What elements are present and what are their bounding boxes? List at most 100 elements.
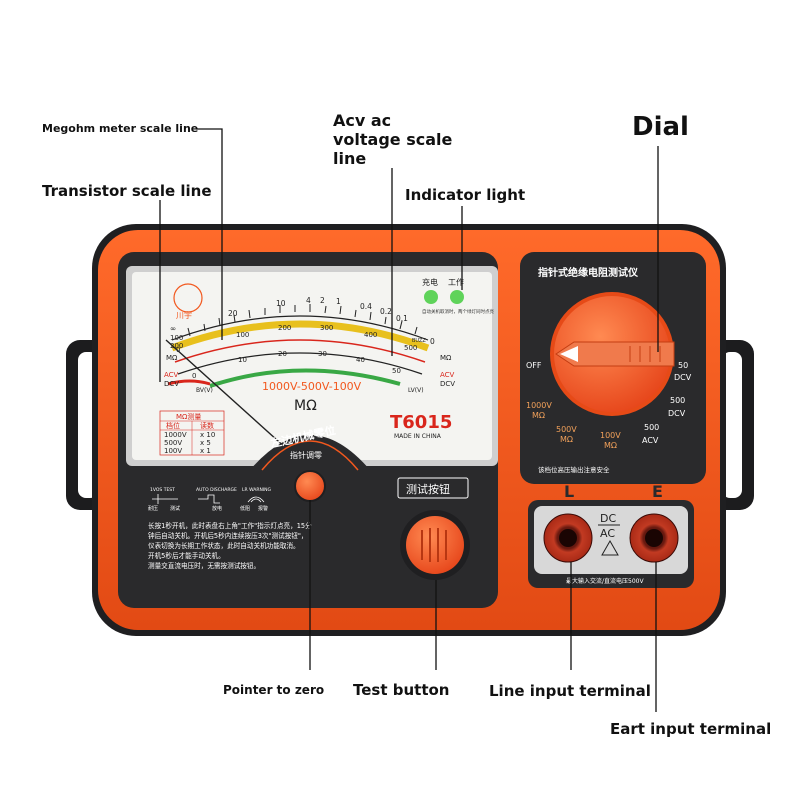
zero-adjust-sub: 指针调零	[290, 450, 322, 460]
mode-sub-label: 耐压	[148, 505, 158, 512]
range-table-col: 读数	[200, 421, 214, 430]
mohm-tick-label: ∞	[170, 324, 176, 333]
brand-name: 川宇	[176, 310, 192, 320]
leader-lines	[159, 128, 659, 712]
left-scale-label: MΩ	[166, 354, 178, 362]
terminal-L-label: L	[564, 482, 574, 501]
mode-label: 1VOS TEST	[150, 487, 175, 493]
mohm-scale-arc	[170, 320, 430, 352]
terminal-note: 最大输入交流/直流电压500V	[566, 577, 644, 585]
instruction-line: 测量交直流电压时，无需按测试按钮。	[148, 561, 260, 570]
pointer-zero-knob[interactable]	[294, 470, 326, 502]
test-button-label-box	[397, 477, 469, 499]
mohm-tick-label: 4	[306, 296, 311, 305]
work-indicator-light	[450, 290, 464, 304]
dial-position-500acv: 500	[644, 423, 659, 432]
callout-eart-terminal: Eart input terminal	[610, 720, 772, 738]
instruction-line: 仪表切换为长期工作状态，此时自动关机功能取消。	[148, 541, 300, 550]
dial-position-500v-unit: MΩ	[560, 435, 573, 444]
callout-megohm-scale: Megohm meter scale line	[42, 122, 199, 135]
acv-tick-label: 100	[236, 331, 249, 339]
dial-position-1000v-unit: MΩ	[532, 411, 545, 420]
dial-position-500acv-unit: ACV	[642, 436, 659, 445]
panel-title: 指针式绝缘电阻测试仪	[538, 266, 639, 279]
test-button-label: 测试按钮	[406, 482, 450, 496]
range-table: MΩ测量 档位 读数 1000V x 10 500V x 5 100V x 1	[159, 410, 225, 456]
dial-position-100v: 100V	[600, 431, 621, 440]
mohm-tick-label: 0.2	[380, 307, 392, 316]
scale-ticks	[187, 304, 418, 337]
instruction-line: 开机5秒后才能手动关机。	[148, 551, 225, 560]
mohm-tick-label: 10	[276, 299, 286, 308]
instruction-line: 长按1秒开机，此时表盘右上角"工作"指示灯点亮，15分	[148, 521, 312, 530]
left-scale-label: ACV	[164, 371, 179, 379]
dcv-scale-arc	[177, 352, 423, 375]
mohm-tick-label: BUZZ	[412, 338, 426, 344]
range-table-cell: 1000V	[164, 431, 187, 439]
acv-tick-label: 200	[278, 324, 291, 332]
callout-indicator-light: Indicator light	[405, 186, 526, 204]
dc-label: DC	[600, 512, 616, 525]
left-scale-label: 200	[170, 342, 183, 350]
mode-sub-label: 放电	[212, 505, 222, 512]
dcv-tick-label: 20	[278, 350, 287, 358]
mohm-tick-label: 1	[336, 297, 341, 306]
dial-position-off: OFF	[526, 361, 542, 370]
right-scale-label: MΩ	[440, 354, 452, 362]
dial-position-100v-unit: MΩ	[604, 441, 617, 450]
warning-triangle-icon	[601, 539, 619, 556]
terminal-E-label: E	[652, 482, 663, 501]
mohm-tick-label: 20	[228, 309, 238, 318]
withstand-test-icon	[152, 494, 178, 504]
acv-tick-label: 500	[404, 344, 417, 352]
range-table-cell: x 5	[200, 439, 211, 447]
ac-label: AC	[600, 527, 615, 540]
range-table-header: MΩ测量	[176, 413, 201, 421]
acv-tick-label: 300	[320, 324, 333, 332]
acv-scale-arc	[174, 339, 426, 363]
right-scale-label: DCV	[440, 380, 455, 388]
dcv-tick-label: 50	[392, 367, 401, 375]
bv-label: BV(V)	[196, 387, 213, 394]
mohm-tick-label: 0.4	[360, 302, 372, 311]
callout-transistor-scale: Transistor scale line	[42, 182, 212, 200]
warning-wave-icon	[247, 496, 265, 503]
range-table-cell: 100V	[164, 447, 182, 455]
mohm-tick-label: 2	[320, 296, 325, 305]
work-light-label: 工作	[448, 277, 464, 287]
dcv-tick-label: 30	[318, 350, 327, 358]
mode-label: AUTO DISCHARGE	[196, 487, 237, 493]
mode-sub-label: 报警	[258, 505, 268, 512]
callout-test-button: Test button	[353, 681, 450, 699]
dcv-tick-label: 40	[356, 356, 365, 364]
mode-label: LR WARNING	[242, 487, 272, 493]
range-text: 1000V-500V-100V	[262, 380, 362, 393]
dial-position-1000v: 1000V	[526, 401, 552, 410]
dial-position-500v: 500V	[556, 425, 577, 434]
brand-logo	[173, 283, 203, 313]
callout-acv-scale: Acv ac voltage scale line	[333, 111, 453, 168]
mode-icons: 1VOS TEST AUTO DISCHARGE LR WARNING 耐压 测…	[148, 487, 272, 512]
mohm-tick-label: 0	[430, 337, 435, 346]
dial-position-50dcv-unit: DCV	[674, 373, 692, 382]
acv-tick-label: 0	[176, 346, 180, 354]
mode-sub-label: 测试	[170, 505, 180, 512]
charge-light-label: 充电	[422, 277, 438, 287]
instructions-block: 长按1秒开机，此时表盘右上角"工作"指示灯点亮，15分 钟后自动关机。开机后5秒…	[148, 521, 312, 570]
lv-label: LV(V)	[408, 387, 424, 394]
dial-warning: 该档位高压输出注意安全	[538, 465, 610, 474]
dial-pointer	[555, 341, 675, 367]
callout-dial: Dial	[632, 112, 689, 142]
red-scale-arc	[167, 379, 211, 386]
mohm-tick-label: 0.1	[396, 314, 408, 323]
zero-adjust-arch	[250, 435, 370, 474]
dial-position-50dcv: 50	[678, 361, 688, 370]
dial-position-500dcv: 500	[670, 396, 685, 405]
left-scale-label: DCV	[164, 380, 179, 388]
discharge-icon	[198, 494, 220, 504]
range-table-cell: x 10	[200, 431, 215, 439]
auto-off-note: 自动关机取消时，两个绿灯同时点亮	[422, 308, 494, 315]
acv-tick-label: 400	[364, 331, 377, 339]
dial-position-500dcv-unit: DCV	[668, 409, 686, 418]
range-table-cell: x 1	[200, 447, 211, 455]
